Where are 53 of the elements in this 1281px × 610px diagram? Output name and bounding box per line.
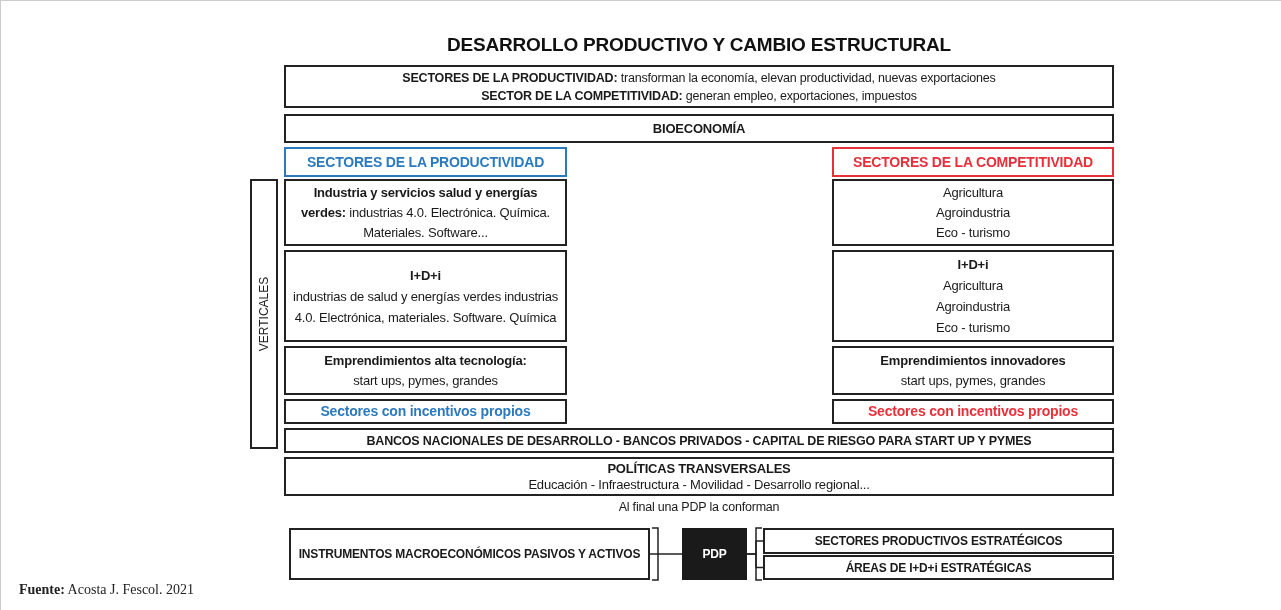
diagram-title: DESARROLLO PRODUCTIVO Y CAMBIO ESTRUCTURAL xyxy=(446,34,952,56)
vertical-label: VERTICALES xyxy=(257,276,271,352)
box-heading: SECTORES DE LA PRODUCTIVIDAD xyxy=(306,153,545,171)
heading-box xyxy=(284,399,567,424)
box-text: Eco - turismo xyxy=(936,319,1010,337)
box-heading: POLÍTICAS TRANSVERSALES xyxy=(607,460,791,477)
box-heading: BIOECONOMÍA xyxy=(652,120,746,137)
connector-line xyxy=(649,553,683,555)
label-box xyxy=(682,528,747,580)
heading-box xyxy=(832,399,1114,424)
box-heading: I+D+i xyxy=(410,266,441,285)
text-box xyxy=(289,528,650,580)
box-text: Agricultura xyxy=(943,183,1003,202)
text-box xyxy=(284,457,1114,496)
text-box xyxy=(763,528,1114,554)
text-box xyxy=(832,346,1114,395)
text-box xyxy=(832,250,1114,342)
vertical-bar xyxy=(250,179,278,449)
connector-line xyxy=(746,553,764,569)
box-text: start ups, pymes, grandes xyxy=(353,371,498,390)
box-text: start ups, pymes, grandes xyxy=(900,371,1046,390)
source-caption: Fuente: Acosta J. Fescol. 2021 xyxy=(19,582,194,598)
box-text: Educación - Infraestructura - Movilidad - Desarrollo regional... xyxy=(528,476,870,493)
box-heading: SECTORES PRODUCTIVOS ESTRATÉGICOS xyxy=(814,533,1063,549)
text-box xyxy=(284,114,1114,143)
box-heading: BANCOS NACIONALES DE DESARROLLO - BANCOS PRIVADOS - CAPITAL DE RIESGO PARA START UP Y PYMES xyxy=(366,432,1032,449)
text-box xyxy=(284,179,567,246)
box-heading: I+D+i xyxy=(957,256,989,274)
box-text: Agroindustria xyxy=(936,298,1010,316)
box-text: Industria y servicios salud y energías verdes: industrias 4.0. Electrónica. Química. Materiales. Software... xyxy=(300,183,551,242)
box-heading: SECTORES DE LA COMPETITIVIDAD xyxy=(853,153,1093,171)
box-text: industrias de salud y energías verdes industrias 4.0. Electrónica, materiales. Software. Química xyxy=(292,287,559,327)
heading-box xyxy=(832,147,1114,177)
text-box xyxy=(832,179,1114,246)
box-text: Eco - turismo xyxy=(936,223,1010,242)
box-heading: Sectores con incentivos propios xyxy=(867,403,1079,420)
heading-box xyxy=(284,147,567,177)
text-box xyxy=(284,65,1114,108)
text-box xyxy=(284,346,567,395)
box-text: SECTOR DE LA COMPETITIVIDAD: generan empleo, exportaciones, impuestos xyxy=(481,87,917,105)
text-box xyxy=(763,555,1114,580)
box-heading: Emprendimientos innovadores xyxy=(880,351,1066,370)
box-heading: ÁREAS DE I+D+i ESTRATÉGICAS xyxy=(845,559,1032,576)
box-text: Agroindustria xyxy=(936,203,1010,222)
box-heading: PDP xyxy=(702,546,727,562)
box-text: Agricultura xyxy=(943,277,1003,295)
box-text: SECTORES DE LA PRODUCTIVIDAD: transforman la economía, elevan productividad, nuevas exportaciones xyxy=(402,69,996,87)
box-heading: Emprendimientos alta tecnología: xyxy=(324,351,527,370)
box-heading: Sectores con incentivos propios xyxy=(320,403,531,420)
note-text: Al final una PDP la conforman xyxy=(617,500,781,514)
text-box xyxy=(284,250,567,342)
text-box xyxy=(284,428,1114,453)
box-heading: INSTRUMENTOS MACROECONÓMICOS PASIVOS Y ACTIVOS xyxy=(298,545,641,563)
